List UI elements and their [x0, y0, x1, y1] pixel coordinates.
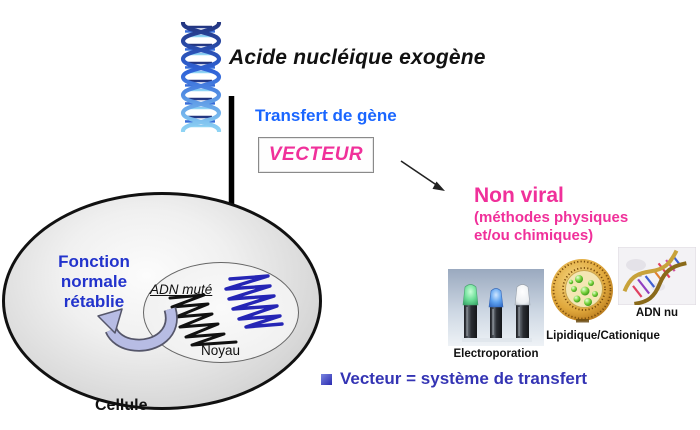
liposome-icon	[551, 259, 613, 323]
vector-box-label: VECTEUR	[268, 144, 364, 165]
vector-definition-text: Vecteur = système de transfert	[340, 369, 588, 388]
diagonal-arrow-icon	[400, 160, 445, 191]
gene-transfer-label: Transfert de gène	[255, 106, 397, 125]
restored-function-line3: rétablie	[63, 292, 125, 311]
non-viral-subtitle-line2: et/ou chimiques)	[474, 227, 594, 244]
restored-function-label: Fonction normale rétablie	[38, 252, 150, 312]
electroporation-photo	[448, 269, 544, 346]
exogenous-dna-coil-icon	[224, 274, 284, 329]
mutated-dna-coil-icon	[168, 293, 238, 347]
dna-helix-icon	[180, 22, 222, 132]
square-bullet-icon	[321, 374, 332, 385]
exogenous-nucleic-acid-title: Acide nucléique exogène	[229, 46, 486, 69]
vector-box: VECTEUR	[258, 137, 374, 173]
mutated-dna-label: ADN muté	[150, 282, 213, 297]
vector-definition: Vecteur = système de transfert	[321, 369, 587, 389]
restored-function-line2: normale	[60, 272, 128, 291]
non-viral-subtitle-line1: (méthodes physiques	[474, 209, 629, 226]
restored-function-line1: Fonction	[58, 252, 130, 271]
naked-dna-photo	[618, 247, 696, 305]
naked-dna-label: ADN nu	[635, 307, 679, 319]
lipid-cationic-label: Lipidique/Cationique	[546, 330, 660, 342]
curved-arrow-icon	[97, 307, 178, 352]
cell-label: Cellule	[95, 397, 148, 414]
electroporation-label: Electroporation	[453, 348, 539, 360]
non-viral-subtitle: (méthodes physiques et/ou chimiques)	[474, 209, 628, 245]
nucleus-label: Noyau	[201, 343, 241, 358]
non-viral-title: Non viral	[474, 184, 564, 207]
